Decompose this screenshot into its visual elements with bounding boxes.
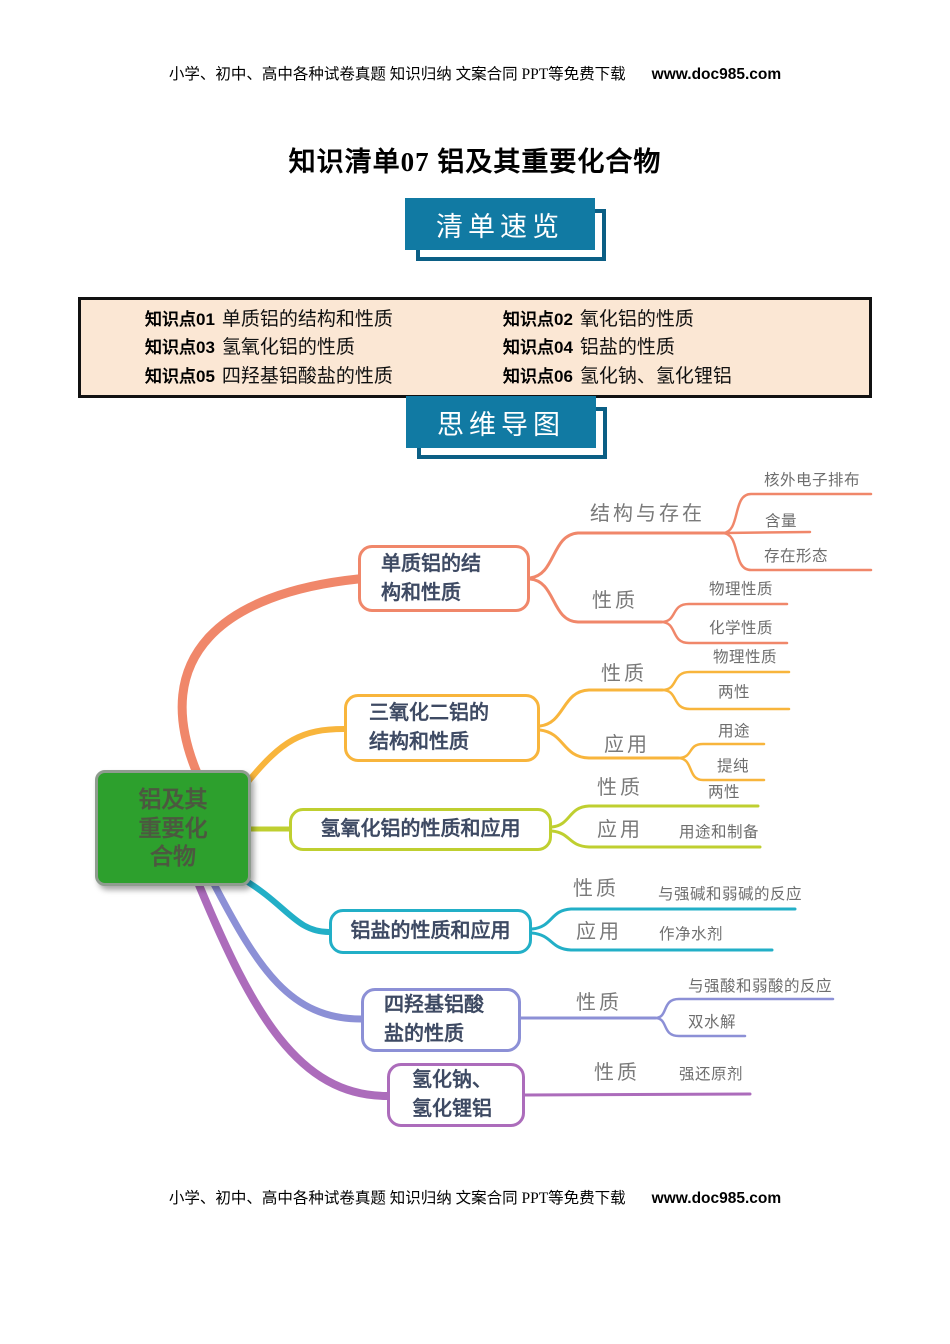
overview-banner: 清单速览: [405, 198, 606, 261]
node-line: 氢化钠、: [412, 1069, 492, 1091]
knowledge-point-label: 知识点01: [145, 309, 215, 329]
page-title: 知识清单07 铝及其重要化合物: [288, 147, 662, 177]
knowledge-point-item: 知识点06 氢化钠、氢化锂铝: [475, 367, 869, 386]
group-label: 应用: [604, 734, 650, 756]
knowledge-point-text: 四羟基铝酸盐的性质: [221, 365, 393, 387]
group-label: 结构与存在: [590, 503, 705, 525]
knowledge-point-label: 知识点02: [503, 309, 573, 329]
mindmap-root-node: 铝及其 重要化 合物: [95, 770, 251, 886]
group-label: 性质: [573, 878, 619, 900]
leaf-label: 化学性质: [709, 620, 774, 637]
mindmap-banner: 思维导图: [406, 396, 607, 459]
leaf-label: 与强酸和弱酸的反应: [688, 978, 833, 995]
group-label: 应用: [597, 819, 643, 841]
branch-5-links: [519, 997, 835, 1038]
branch-6-links: [523, 1092, 752, 1097]
branch-2-links: [538, 670, 791, 782]
page-footer: 小学、初中、高中各种试卷真题 知识归纳 文案合同 PPT等免费下载 www.doc…: [0, 1186, 950, 1208]
knowledge-point-text: 单质铝的结构和性质: [221, 308, 393, 330]
leaf-label: 两性: [718, 684, 751, 701]
leaf-label: 与强碱和弱碱的反应: [658, 886, 803, 903]
group-label: 性质: [594, 1062, 640, 1084]
knowledge-point-label: 知识点03: [145, 338, 215, 357]
branch-node-hydrides: 氢化钠、 氢化锂铝: [387, 1063, 525, 1127]
leaf-label: 物理性质: [713, 649, 778, 666]
footer-text: 小学、初中、高中各种试卷真题 知识归纳 文案合同 PPT等免费下载: [168, 1190, 626, 1207]
knowledge-point-text: 氧化铝的性质: [579, 308, 694, 330]
leaf-label: 存在形态: [764, 548, 829, 565]
knowledge-point-text: 铝盐的性质: [579, 337, 675, 358]
node-line: 四羟基铝酸: [384, 994, 484, 1016]
knowledge-point-item: 知识点04 铝盐的性质: [475, 338, 869, 357]
node-line: 结构和性质: [369, 731, 469, 753]
group-label: 性质: [601, 663, 647, 685]
header-text: 小学、初中、高中各种试卷真题 知识归纳 文案合同 PPT等免费下载: [168, 66, 626, 83]
root-line: 铝及其: [138, 785, 208, 812]
node-line: 盐的性质: [384, 1023, 464, 1045]
node-line: 氢氧化铝的性质和应用: [320, 818, 521, 840]
branch-node-aluminum-element: 单质铝的结 构和性质: [358, 545, 530, 612]
leaf-label: 作净水剂: [659, 926, 724, 943]
leaf-label: 核外电子排布: [764, 472, 861, 489]
knowledge-point-label: 知识点06: [503, 366, 573, 386]
node-line: 三氧化二铝的: [369, 702, 489, 724]
knowledge-point-item: 知识点01 单质铝的结构和性质: [81, 310, 475, 329]
branch-node-aluminum-oxide: 三氧化二铝的 结构和性质: [344, 694, 540, 762]
leaf-label: 双水解: [688, 1014, 737, 1031]
branch-node-aluminum-salts: 铝盐的性质和应用: [329, 909, 532, 954]
group-label: 性质: [592, 590, 638, 612]
header-site-url: www.doc985.com: [651, 66, 782, 83]
leaf-label: 提纯: [717, 758, 750, 775]
mindmap-banner-label: 思维导图: [406, 396, 596, 448]
leaf-label: 含量: [765, 513, 798, 530]
knowledge-point-item: 知识点02 氧化铝的性质: [475, 310, 869, 329]
overview-banner-label: 清单速览: [405, 198, 595, 250]
group-label: 性质: [597, 777, 643, 799]
leaf-label: 用途: [718, 723, 751, 740]
page-header: 小学、初中、高中各种试卷真题 知识归纳 文案合同 PPT等免费下载 www.doc…: [0, 62, 950, 84]
leaf-label: 物理性质: [709, 581, 774, 598]
knowledge-point-label: 知识点05: [145, 366, 215, 386]
group-label: 应用: [576, 921, 622, 943]
leaf-label: 强还原剂: [679, 1066, 744, 1083]
knowledge-point-text: 氢氧化铝的性质: [221, 337, 355, 358]
node-line: 构和性质: [381, 581, 461, 604]
root-line: 合物: [150, 843, 196, 870]
branch-node-aluminum-hydroxide: 氢氧化铝的性质和应用: [289, 808, 552, 851]
branch-node-tetrahydroxoaluminate: 四羟基铝酸 盐的性质: [361, 988, 521, 1052]
node-line: 铝盐的性质和应用: [350, 920, 511, 942]
knowledge-point-text: 氢化钠、氢化锂铝: [579, 365, 732, 387]
footer-site-url: www.doc985.com: [651, 1190, 782, 1207]
knowledge-point-item: 知识点03 氢氧化铝的性质: [81, 338, 475, 357]
leaf-label: 两性: [708, 784, 741, 801]
knowledge-point-label: 知识点04: [503, 338, 573, 357]
group-label: 性质: [576, 992, 622, 1014]
root-line: 重要化: [138, 814, 208, 841]
leaf-label: 用途和制备: [679, 824, 760, 841]
knowledge-point-item: 知识点05 四羟基铝酸盐的性质: [81, 367, 475, 386]
node-line: 氢化锂铝: [412, 1098, 492, 1120]
node-line: 单质铝的结: [381, 552, 481, 575]
